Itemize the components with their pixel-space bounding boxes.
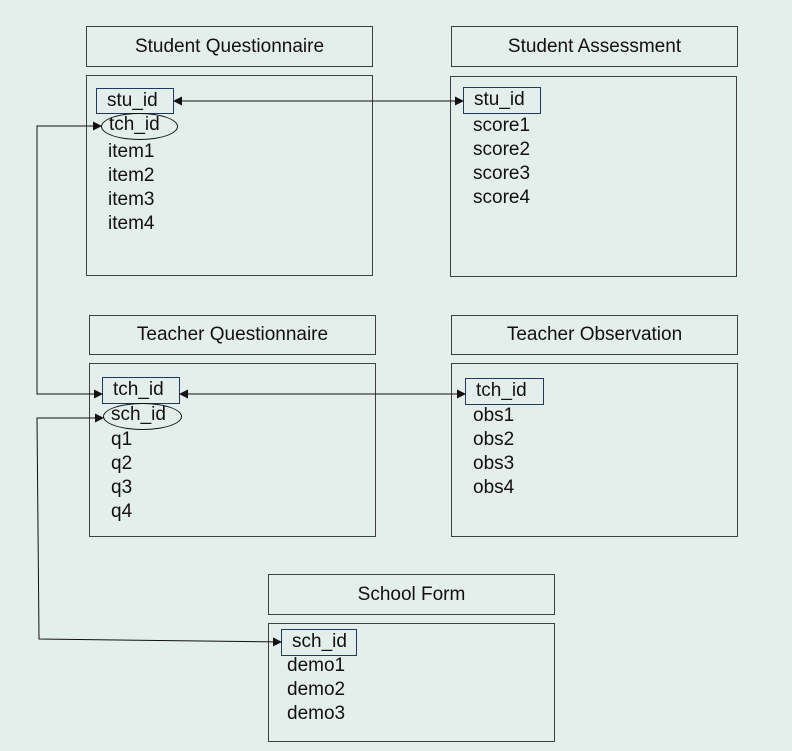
teacher-observation-field: obs2 — [473, 429, 515, 450]
student-questionnaire-field: item1 — [108, 141, 155, 162]
teacher-questionnaire-title-text: Teacher Questionnaire — [136, 324, 329, 345]
school-form-title: School Form — [268, 574, 555, 615]
student-questionnaire-field: item4 — [108, 213, 155, 234]
student-questionnaire-field: item2 — [108, 165, 155, 186]
student-assessment-title-text: Student Assessment — [507, 35, 682, 57]
school-form-field: demo1 — [287, 655, 346, 676]
student-assessment-field: score2 — [473, 139, 531, 160]
student-questionnaire-title: Student Questionnaire — [86, 26, 373, 67]
student-assessment-field: score3 — [473, 163, 531, 184]
teacher-observation-title: Teacher Observation — [451, 315, 738, 355]
teacher-observation-field: obs1 — [473, 405, 515, 426]
teacher-observation-title-text: Teacher Observation — [506, 324, 683, 345]
student-to-teacher-link-arrow — [36, 121, 103, 399]
student-assessment-field: score1 — [473, 115, 531, 136]
teacher-questionnaire-tch-id-key: tch_id — [102, 377, 180, 404]
teacher-to-school-link-arrow — [36, 413, 282, 647]
school-form-sch-id-key: sch_id — [281, 629, 357, 656]
teacher-observation-field: obs3 — [473, 453, 515, 474]
teacher-questionnaire-title: Teacher Questionnaire — [89, 315, 376, 355]
teacher-observation-tch-id-key: tch_id — [465, 378, 544, 405]
school-form-title-text: School Form — [357, 583, 466, 605]
student-assessment-title: Student Assessment — [451, 26, 738, 67]
student-assessment-field: score4 — [473, 187, 531, 208]
school-form-field: demo3 — [287, 703, 346, 724]
school-form-field: demo2 — [287, 679, 346, 700]
student-questionnaire-field: item3 — [108, 189, 155, 210]
teacher-observation-field: obs4 — [473, 477, 515, 498]
student-assessment-stu-id-key: stu_id — [463, 87, 541, 114]
student-questionnaire-title-text: Student Questionnaire — [134, 35, 325, 57]
